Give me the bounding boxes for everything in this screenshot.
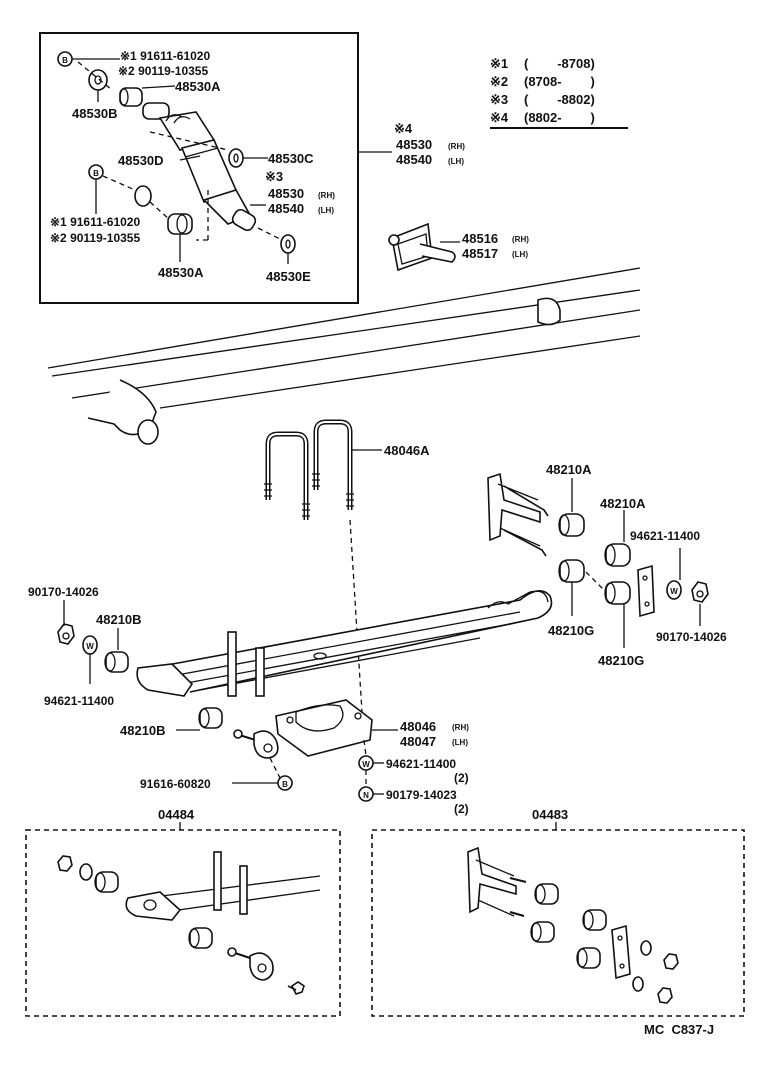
rh-tag-seat: (RH)	[452, 723, 469, 732]
label-48530b: 48530B	[72, 106, 118, 121]
legend: ※1 ( -8708) ※2 (8708- ) ※3 ( -8802) ※4 (…	[490, 56, 628, 129]
label-48530d: 48530D	[118, 153, 164, 168]
label-48540-lh-3: 48540	[268, 201, 304, 216]
u-bolt	[264, 419, 354, 520]
label-90170-14026-left: 90170-14026	[28, 585, 99, 599]
star4-mark: ※4	[394, 121, 413, 136]
label-48517-lh: 48517	[462, 246, 498, 261]
label-48046a: 48046A	[384, 443, 430, 458]
legend-range-4: (8802- )	[524, 110, 595, 125]
n-circle-ref: N	[358, 786, 374, 802]
legend-mark-3: ※3	[490, 92, 508, 107]
label-48047-lh: 48047	[400, 734, 436, 749]
bush-48210a-2	[604, 543, 631, 567]
ref-note-2-left: ※2 90119-10355	[50, 231, 140, 245]
bush-48210g-1	[558, 559, 585, 583]
ref-note-2-top: ※2 90119-10355	[118, 64, 208, 78]
svg-text:W: W	[86, 642, 94, 651]
label-48210g-1: 48210G	[548, 623, 594, 638]
svg-text:B: B	[282, 780, 288, 789]
label-48530a-bottom: 48530A	[158, 265, 204, 280]
legend-mark-1: ※1	[490, 56, 508, 71]
qty-n: (2)	[454, 802, 469, 816]
label-48210b-top: 48210B	[96, 612, 142, 627]
label-94621-11400-left: 94621-11400	[44, 694, 114, 708]
label-kit-04484: 04484	[158, 807, 195, 822]
footer-code: MC C837-J	[644, 1022, 714, 1037]
label-94621-11400-right: 94621-11400	[630, 529, 700, 543]
washer-w-left: W	[82, 635, 98, 655]
nut-left	[57, 623, 75, 645]
rh-tag-4: (RH)	[448, 142, 465, 151]
label-48516-rh: 48516	[462, 231, 498, 246]
washer-w-right: W	[666, 580, 682, 600]
legend-range-2: (8708- )	[524, 74, 595, 89]
bush-48530a-bottom	[167, 213, 193, 235]
washer-48530c	[228, 148, 244, 168]
kit-04484-parts	[57, 851, 321, 995]
legend-range-1: ( -8708)	[524, 56, 595, 71]
b-circle-left: B	[88, 164, 104, 180]
kit-04484-box	[25, 829, 341, 1017]
bush-48530a-top	[119, 87, 143, 107]
label-48210b-bottom: 48210B	[120, 723, 166, 738]
legend-mark-4: ※4	[490, 110, 509, 125]
label-94621-11400-qty: 94621-11400	[386, 757, 456, 771]
label-kit-04483: 04483	[532, 807, 568, 822]
b-circle-top: B	[57, 51, 73, 67]
leaf-spring	[136, 590, 553, 697]
legend-mark-2: ※2	[490, 74, 508, 89]
label-91616-60820: 91616-60820	[140, 777, 211, 791]
bush-48210b-bottom	[198, 707, 223, 729]
qty-w: (2)	[454, 771, 469, 785]
lh-tag-3: (LH)	[318, 206, 334, 215]
kit-04483-box	[371, 829, 745, 1017]
washer-48530b	[88, 69, 108, 91]
lh-tag-4: (LH)	[448, 157, 464, 166]
label-48530e: 48530E	[266, 269, 311, 284]
label-48530-rh-3: 48530	[268, 186, 304, 201]
rh-tag-3: (RH)	[318, 191, 335, 200]
w-circle-ref: W	[358, 755, 374, 771]
bracket-48516	[388, 222, 456, 272]
svg-text:N: N	[363, 791, 369, 800]
nut-right	[691, 581, 709, 603]
shackle-plate	[637, 564, 655, 618]
label-48210g-2: 48210G	[598, 653, 644, 668]
shackle-hanger	[487, 472, 549, 557]
frame-rail	[47, 267, 641, 445]
label-48210a-2: 48210A	[600, 496, 646, 511]
star3-mark: ※3	[265, 169, 283, 184]
rh-tag-bracket: (RH)	[512, 235, 529, 244]
label-48530a-top: 48530A	[175, 79, 221, 94]
svg-text:W: W	[670, 587, 678, 596]
lh-tag-seat: (LH)	[452, 738, 468, 747]
spring-seat	[275, 699, 373, 757]
lh-tag-bracket: (LH)	[512, 250, 528, 259]
ref-note-1-top: ※1 91611-61020	[120, 49, 210, 63]
svg-text:W: W	[362, 760, 370, 769]
kit-04483-parts	[467, 846, 679, 1004]
legend-range-3: ( -8802)	[524, 92, 595, 107]
ref-note-1-left: ※1 91611-61020	[50, 215, 140, 229]
label-48046-rh: 48046	[400, 719, 436, 734]
bush-48210a-1	[558, 513, 585, 537]
svg-text:B: B	[93, 169, 99, 178]
shackle-pin	[233, 729, 279, 759]
shock-absorber	[142, 102, 257, 232]
label-48210a-1: 48210A	[546, 462, 592, 477]
label-48530-rh-4: 48530	[396, 137, 432, 152]
label-48540-lh-4: 48540	[396, 152, 432, 167]
washer-48530e	[280, 234, 296, 254]
bush-48210b-top	[104, 651, 129, 673]
shock-absorber-inset-box	[39, 32, 359, 304]
label-90179-14023-qty: 90179-14023	[386, 788, 457, 802]
washer-48530b-lower	[134, 185, 152, 207]
svg-text:B: B	[62, 56, 68, 65]
label-90170-14026-right: 90170-14026	[656, 630, 727, 644]
b-circle-bottom: B	[277, 775, 293, 791]
bush-48210g-2	[604, 581, 631, 605]
label-48530c: 48530C	[268, 151, 314, 166]
